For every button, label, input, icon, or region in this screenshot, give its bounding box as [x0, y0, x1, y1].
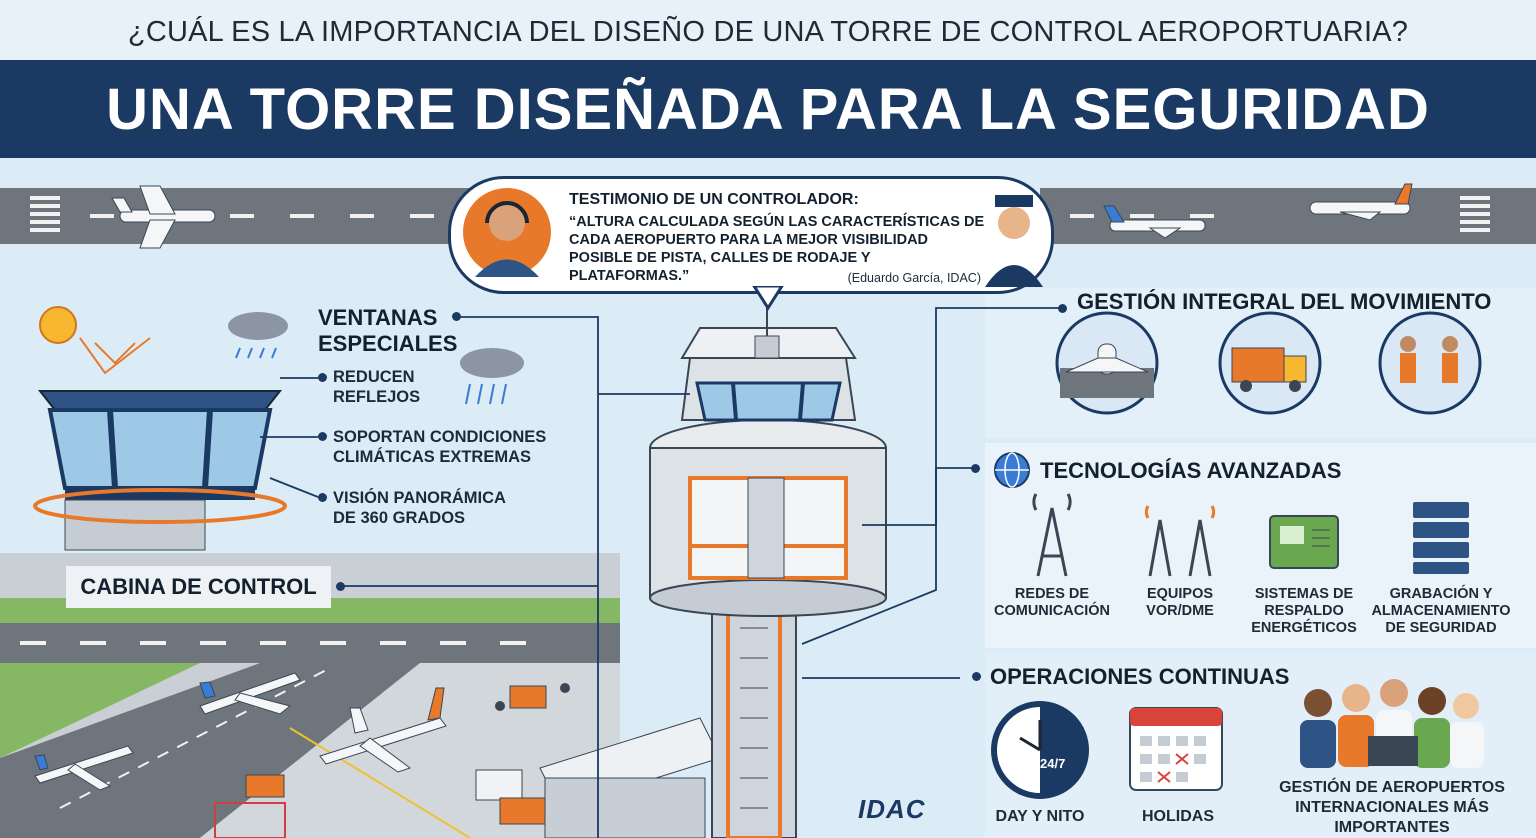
windows-title: VENTANAS ESPECIALES — [318, 305, 458, 356]
sun-ray-arrows — [79, 337, 151, 375]
testimonial-author: (Eduardo García, IDAC) — [847, 271, 981, 285]
header-title: UNA TORRE DISEÑADA PARA LA SEGURIDAD — [0, 60, 1536, 158]
windows-bullet-3: VISIÓN PANORÁMICA DE 360 GRADOS — [333, 489, 506, 527]
control-tower — [649, 308, 887, 838]
radio-tower-icon — [1032, 493, 1072, 577]
ground-vehicles — [245, 683, 570, 825]
airplane-runway-icon — [1055, 311, 1159, 415]
plane-top-right — [1309, 183, 1413, 221]
server-storage-icon — [1413, 502, 1469, 574]
windows-bullet-2: SOPORTAN CONDICIONES CLIMÁTICAS EXTREMAS — [333, 428, 547, 466]
ops-holidays: HOLIDAS — [1142, 808, 1214, 825]
team-people-icon — [1300, 679, 1484, 768]
plane-top-left — [111, 185, 216, 249]
idac-logo: IDAC — [858, 794, 926, 824]
globe-icon — [994, 452, 1030, 488]
ground-plane-1 — [199, 672, 301, 715]
clock-label: 24/7 — [1040, 756, 1066, 771]
windows-dot — [452, 312, 461, 321]
ground-crew-icon — [1378, 311, 1482, 415]
bubble-tail — [752, 286, 784, 311]
cabina-dot — [336, 582, 345, 591]
sun-icon — [39, 306, 77, 344]
movement-title: GESTIÓN INTEGRAL DEL MOVIMIENTO — [1077, 289, 1492, 314]
vor-dme-icon — [1144, 505, 1216, 577]
ops-title: OPERACIONES CONTINUAS — [990, 664, 1290, 689]
cargo-truck-icon — [1218, 311, 1322, 415]
left-cab-illustration — [33, 390, 287, 551]
cabina-label: CABINA DE CONTROL — [66, 566, 331, 608]
pilot-avatar — [985, 195, 1043, 287]
controller-headset-avatar — [463, 188, 551, 277]
ground-plane-2 — [319, 687, 447, 773]
bullet-dot-3 — [318, 493, 327, 502]
clock-icon — [991, 701, 1089, 799]
tech-title: TECNOLOGÍAS AVANZADAS — [1040, 458, 1342, 483]
ops-day-night: DAY Y NITO — [995, 808, 1085, 825]
header-question: ¿CUÁL ES LA IMPORTANCIA DEL DISEÑO DE UN… — [0, 0, 1536, 60]
testimonial-bubble: TESTIMONIO DE UN CONTROLADOR: “ALTURA CA… — [448, 176, 1054, 294]
bullet-dot-1 — [318, 373, 327, 382]
testimonial-quote: “ALTURA CALCULADA SEGÚN LAS CARACTERÍSTI… — [569, 214, 985, 284]
top-runway — [0, 188, 1536, 244]
cloud-rain-icon — [228, 312, 288, 359]
windows-bullet-1: REDUCEN REFLEJOS — [333, 368, 421, 406]
terminal-building — [539, 717, 721, 838]
generator-icon — [1269, 515, 1339, 569]
testimonial-heading: TESTIMONIO DE UN CONTROLADOR: — [569, 191, 859, 208]
plane-top-mid — [1103, 205, 1206, 239]
cloud-rain-icon-2 — [460, 348, 524, 405]
movement-dot — [1058, 304, 1067, 313]
bullet-dot-2 — [318, 432, 327, 441]
calendar-icon — [1129, 707, 1223, 791]
ground-plane-3 — [34, 745, 134, 791]
connector-lines — [260, 307, 1060, 838]
tech-dot — [971, 464, 980, 473]
ops-dot — [972, 672, 981, 681]
